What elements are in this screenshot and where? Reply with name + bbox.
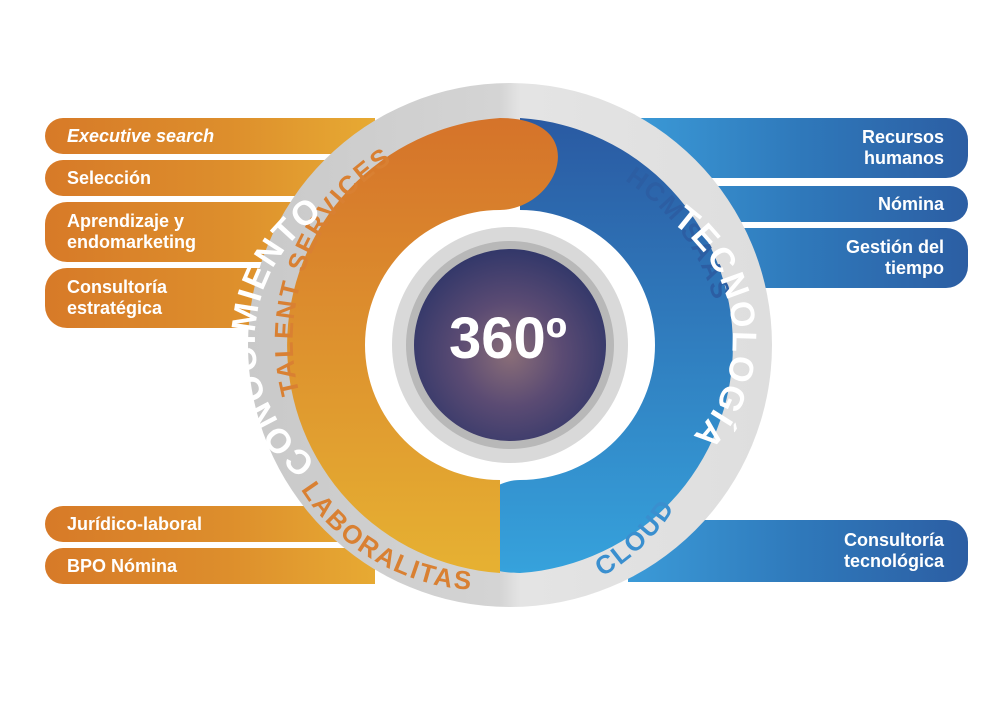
pill-label: Executive search — [67, 125, 215, 146]
pill-label-line-2: tecnológica — [843, 551, 944, 571]
pill-label-line-2: tiempo — [884, 258, 944, 278]
service-pill-consultoria-tecnologica[interactable]: Consultoría tecnológica — [628, 520, 968, 582]
center-label: 360º — [449, 306, 567, 371]
pill-label: Jurídico-laboral — [67, 513, 203, 534]
pill-label-line-2: endomarketing — [67, 232, 197, 252]
pill-label: Nómina — [877, 193, 944, 214]
pill-label-line-1: Consultoría — [843, 530, 944, 550]
pill-label: Selección — [67, 167, 152, 188]
service-pill-executive-search[interactable]: Executive search — [45, 118, 375, 154]
conocimiento-swoosh — [287, 118, 558, 573]
pill-label-line-2: estratégica — [67, 298, 163, 318]
pill-label-line-1: Consultoría — [67, 277, 168, 297]
pill-label-line-1: Gestión del — [845, 237, 944, 257]
service-pill-bpo-nomina[interactable]: BPO Nómina — [45, 548, 375, 584]
pill-label-line-2: humanos — [863, 148, 944, 168]
tecnologia-swoosh — [462, 118, 733, 573]
core-circle — [414, 249, 606, 441]
pill-label: BPO Nómina — [67, 555, 178, 576]
pill-label-line-1: Aprendizaje y — [67, 211, 185, 231]
pill-label-line-1: Recursos — [861, 127, 944, 147]
